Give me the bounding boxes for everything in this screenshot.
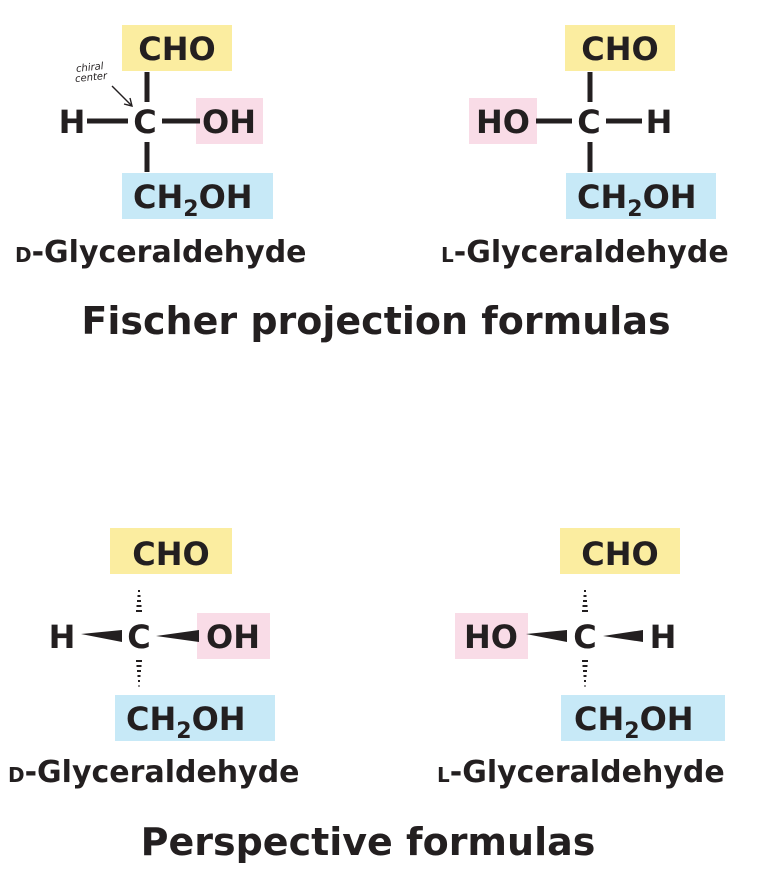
fischer-d-structure: CHO H C OH CH2OH chiral center D-Glycera… (15, 25, 307, 270)
top-group-label: CHO (138, 30, 215, 68)
annotation-arrowhead (123, 97, 133, 107)
perspective-caption: Perspective formulas (141, 820, 596, 864)
top-group-label: CHO (132, 535, 209, 573)
hashed-bond-top (582, 590, 588, 612)
right-group-highlight (196, 98, 263, 144)
top-group-highlight (122, 25, 232, 71)
bottom-group-highlight (561, 695, 725, 741)
center-carbon-label: C (573, 618, 596, 656)
bottom-group-label: CH2OH (126, 700, 246, 744)
center-carbon-label: C (127, 618, 150, 656)
l-glyceraldehyde-name: L-Glyceraldehyde (437, 755, 725, 790)
left-group-highlight (469, 98, 537, 144)
top-group-highlight (560, 528, 680, 574)
top-group-highlight (110, 528, 232, 574)
fischer-l-structure: CHO HO C H CH2OH L-Glyceraldehyde (441, 25, 729, 270)
center-carbon-label: C (577, 103, 600, 141)
hashed-bond-top (136, 590, 142, 612)
bottom-group-highlight (115, 695, 275, 741)
bottom-group-highlight (122, 173, 273, 219)
annotation-arrow (111, 85, 132, 106)
wedge-bond-right (603, 630, 643, 642)
perspective-d-structure: CHO H C OH CH2OH D-Glyceraldehyde (8, 528, 300, 790)
chiral-center-annotation: chiral center (73, 61, 108, 85)
wedge-bond-left (81, 630, 122, 642)
center-carbon-label: C (133, 103, 156, 141)
right-atom-label: H (650, 618, 677, 656)
right-atom-label: H (646, 103, 673, 141)
top-group-highlight (565, 25, 675, 71)
wedge-bond-right (156, 630, 199, 642)
right-group-highlight (197, 613, 270, 659)
left-atom-label: H (49, 618, 76, 656)
bottom-group-highlight (566, 173, 716, 219)
left-group-label: HO (464, 618, 518, 656)
l-glyceraldehyde-name: L-Glyceraldehyde (441, 235, 729, 270)
hashed-bond-bottom (582, 660, 588, 687)
bottom-group-label: CH2OH (133, 178, 253, 222)
left-group-highlight (455, 613, 528, 659)
top-group-label: CHO (581, 535, 658, 573)
left-atom-label: H (59, 103, 86, 141)
hashed-bond-bottom (136, 660, 142, 687)
d-glyceraldehyde-name: D-Glyceraldehyde (15, 235, 307, 270)
wedge-bond-left (526, 630, 567, 642)
d-glyceraldehyde-name: D-Glyceraldehyde (8, 755, 300, 790)
left-group-label: HO (476, 103, 530, 141)
right-group-label: OH (202, 103, 256, 141)
right-group-label: OH (206, 618, 260, 656)
perspective-l-structure: HO CHO C H CH2OH L-Glyceraldehyde (437, 528, 725, 790)
bottom-group-label: CH2OH (577, 178, 697, 222)
top-group-label: CHO (581, 30, 658, 68)
bottom-group-label: CH2OH (574, 700, 694, 744)
fischer-caption: Fischer projection formulas (81, 299, 670, 343)
